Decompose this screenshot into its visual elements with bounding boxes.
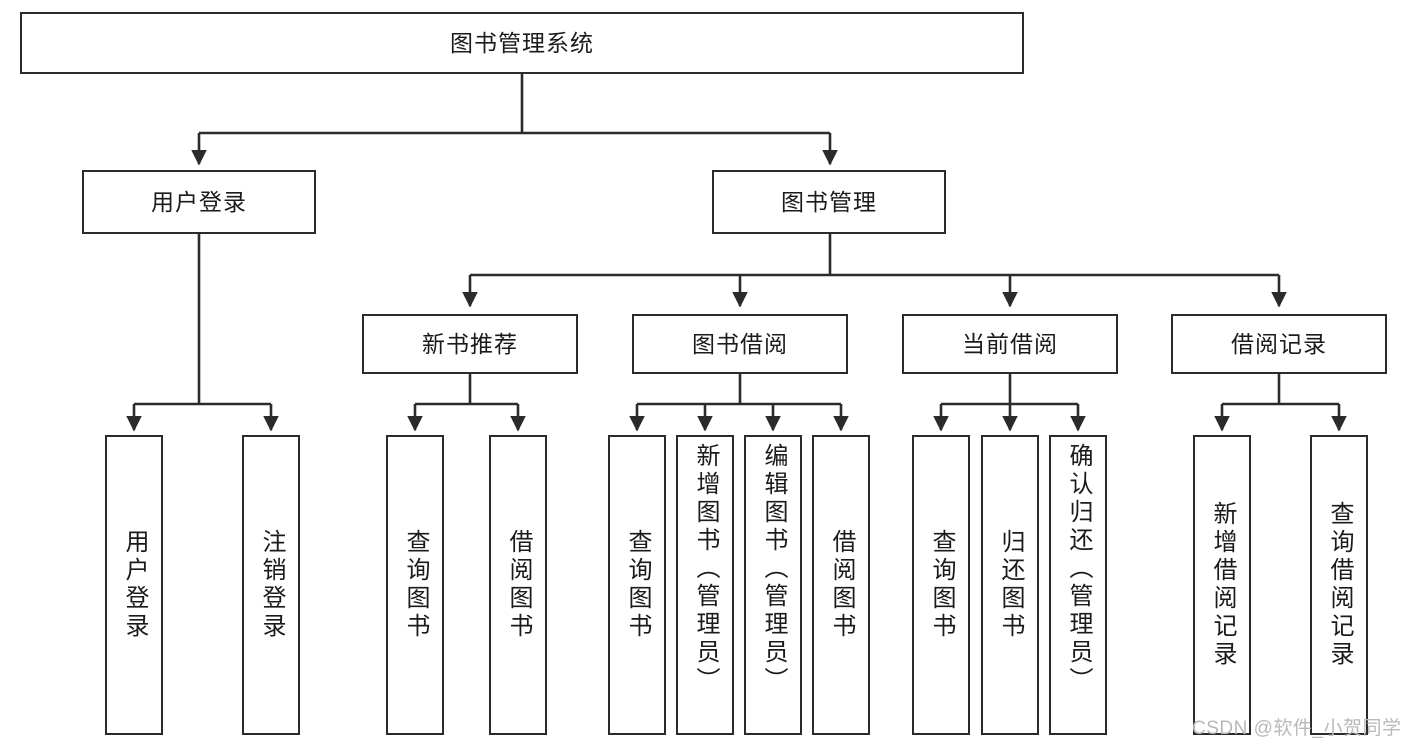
leaf-book-borrow-2[interactable]: 编辑图书（管理员） [744, 435, 802, 735]
node-book-manage[interactable]: 图书管理 [712, 170, 946, 234]
node-root-label: 图书管理系统 [450, 29, 594, 56]
node-book-borrow[interactable]: 图书借阅 [632, 314, 848, 374]
leaf-book-borrow-0[interactable]: 查询图书 [608, 435, 666, 735]
leaf-borrow-record-1-label: 查询借阅记录 [1326, 501, 1353, 669]
leaf-current-borrow-2[interactable]: 确认归还（管理员） [1049, 435, 1107, 735]
node-new-book-recommend[interactable]: 新书推荐 [362, 314, 578, 374]
leaf-borrow-record-0-label: 新增借阅记录 [1209, 501, 1236, 669]
leaf-new-book-1[interactable]: 借阅图书 [489, 435, 547, 735]
leaf-user-login-0[interactable]: 用户登录 [105, 435, 163, 735]
leaf-new-book-0[interactable]: 查询图书 [386, 435, 444, 735]
leaf-borrow-record-1[interactable]: 查询借阅记录 [1310, 435, 1368, 735]
node-root[interactable]: 图书管理系统 [20, 12, 1024, 74]
leaf-current-borrow-1-label: 归还图书 [997, 529, 1024, 641]
node-book-manage-label: 图书管理 [781, 188, 877, 215]
leaf-book-borrow-3-label: 借阅图书 [828, 529, 855, 641]
leaf-current-borrow-2-label: 确认归还（管理员） [1065, 443, 1092, 695]
node-current-borrow-label: 当前借阅 [962, 330, 1058, 357]
watermark: CSDN @软件_小贺同学 [1192, 718, 1402, 739]
leaf-book-borrow-3[interactable]: 借阅图书 [812, 435, 870, 735]
leaf-book-borrow-0-label: 查询图书 [624, 529, 651, 641]
leaf-current-borrow-0[interactable]: 查询图书 [912, 435, 970, 735]
leaf-borrow-record-0[interactable]: 新增借阅记录 [1193, 435, 1251, 735]
node-current-borrow[interactable]: 当前借阅 [902, 314, 1118, 374]
leaf-new-book-1-label: 借阅图书 [505, 529, 532, 641]
node-borrow-record-label: 借阅记录 [1231, 330, 1327, 357]
leaf-book-borrow-1[interactable]: 新增图书（管理员） [676, 435, 734, 735]
node-new-book-recommend-label: 新书推荐 [422, 330, 518, 357]
leaf-user-login-0-label: 用户登录 [121, 529, 148, 641]
node-user-login-label: 用户登录 [151, 188, 247, 215]
leaf-book-borrow-2-label: 编辑图书（管理员） [760, 443, 787, 695]
leaf-current-borrow-0-label: 查询图书 [928, 529, 955, 641]
leaf-new-book-0-label: 查询图书 [402, 529, 429, 641]
node-user-login[interactable]: 用户登录 [82, 170, 316, 234]
leaf-user-login-1[interactable]: 注销登录 [242, 435, 300, 735]
node-book-borrow-label: 图书借阅 [692, 330, 788, 357]
leaf-current-borrow-1[interactable]: 归还图书 [981, 435, 1039, 735]
leaf-book-borrow-1-label: 新增图书（管理员） [692, 443, 719, 695]
leaf-user-login-1-label: 注销登录 [258, 529, 285, 641]
node-borrow-record[interactable]: 借阅记录 [1171, 314, 1387, 374]
